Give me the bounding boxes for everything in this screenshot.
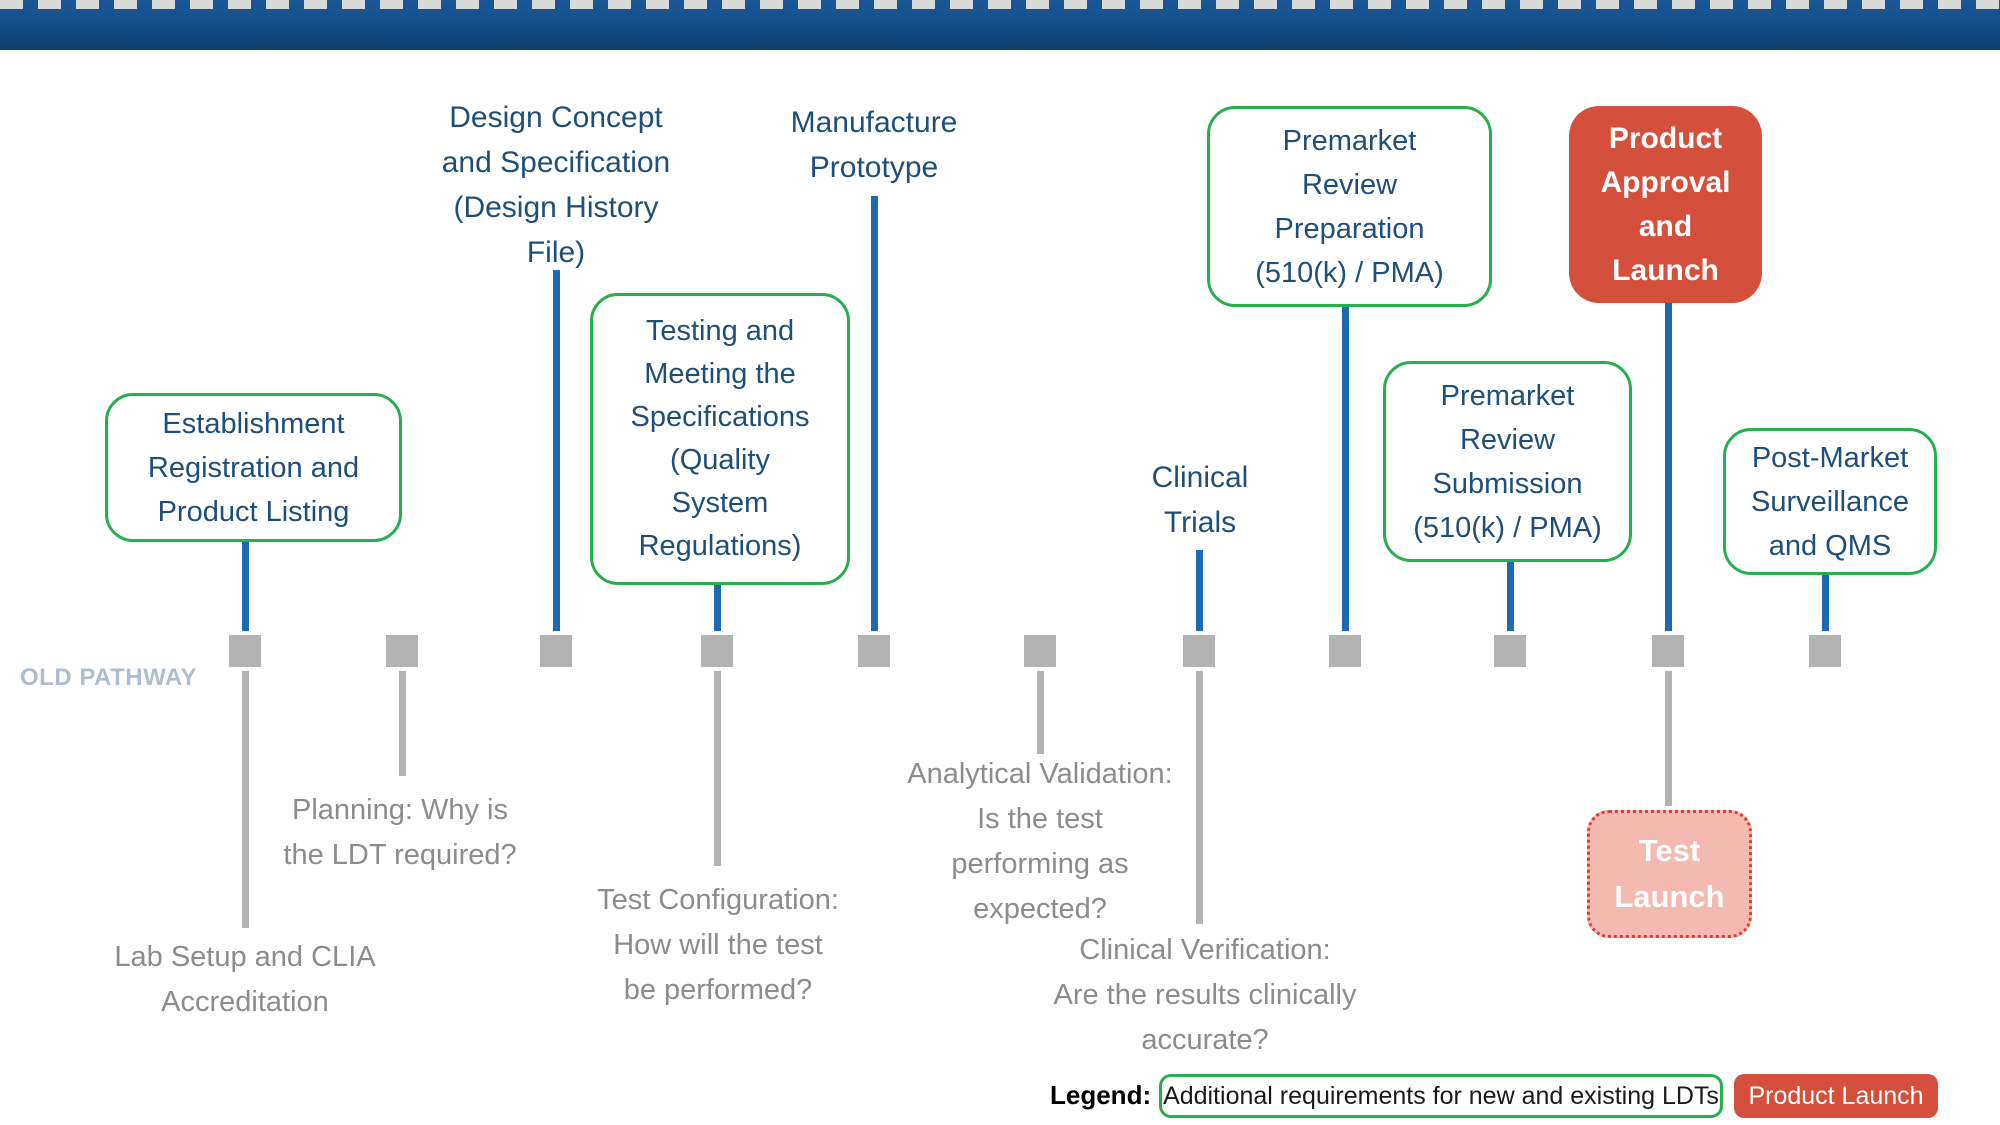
box-establishment-registration: Establishment Registration and Product L… [105,393,402,542]
connector-clinical-trials [1196,550,1203,634]
legend-label: Legend: [1050,1080,1152,1110]
connector-establishment [242,542,249,634]
box-product-approval-launch: Product Approval and Launch [1569,106,1762,303]
connector-manufacture [871,196,878,634]
timeline-marker [382,631,422,671]
label-planning: Planning: Why is the LDT required? [283,794,517,871]
connector-testing [714,585,721,634]
label-test-configuration: Test Configuration: How will the test be… [597,884,839,1006]
connector-design-concept [553,270,560,634]
connector-premarket-prep [1342,307,1349,634]
timeline-marker [1325,631,1365,671]
connector-post-market [1822,575,1829,634]
label-clinical-verification: Clinical Verification: Are the results c… [1053,934,1357,1056]
box-post-market-surveillance: Post-Market Surveillance and QMS [1723,428,1937,575]
new-pathway-label: NEW PATHWAY [20,614,203,641]
old-pathway-label: OLD PATHWAY [20,664,198,691]
connector-lab-setup [242,668,249,928]
connector-analytical-validation [1037,668,1044,754]
timeline-marker [1179,631,1219,671]
label-lab-setup: Lab Setup and CLIA Accreditation [114,941,376,1018]
timeline-marker [1490,631,1530,671]
timeline-dashed-divider [0,0,2000,9]
timeline-marker [536,631,576,671]
timeline-marker [854,631,894,671]
connector-test-launch [1665,668,1672,806]
legend-red-item: Product Launch [1734,1074,1938,1118]
connector-test-configuration [714,668,721,866]
box-testing-specifications: Testing and Meeting the Specifications (… [590,293,850,585]
legend-green-item: Additional requirements for new and exis… [1159,1074,1723,1118]
box-premarket-review-preparation: Premarket Review Preparation (510(k) / P… [1207,106,1492,307]
connector-planning [399,668,406,776]
timeline-marker [1648,631,1688,671]
connector-premarket-sub [1507,562,1514,634]
box-premarket-review-submission: Premarket Review Submission (510(k) / PM… [1383,361,1632,562]
label-clinical-trials: Clinical Trials [1151,461,1249,539]
label-manufacture-prototype: Manufacture Prototype [790,106,958,184]
connector-product-approval [1665,303,1672,634]
connector-clinical-verification [1196,668,1203,924]
timeline-marker [225,631,265,671]
label-design-concept: Design Concept and Specification (Design… [441,101,671,269]
timeline-marker [697,631,737,671]
timeline-marker [1805,631,1845,671]
timeline-marker [1020,631,1060,671]
label-analytical-validation: Analytical Validation: Is the test perfo… [907,758,1173,925]
box-test-launch: Test Launch [1587,810,1752,938]
